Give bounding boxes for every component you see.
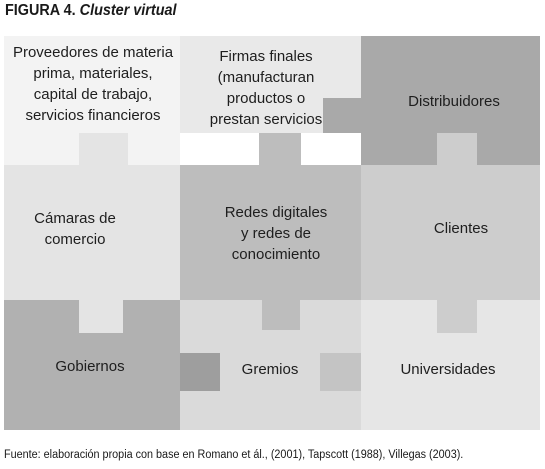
piece-clientes: [361, 133, 540, 333]
piece-distribuidores: [323, 36, 540, 165]
piece-redes: [180, 133, 361, 330]
footer-source: Fuente: elaboración propia con base en R…: [4, 449, 464, 461]
tab-accent-gremios: [320, 353, 361, 391]
piece-camaras: [4, 133, 180, 333]
piece-proveedores: [4, 36, 180, 165]
piece-firmas: [180, 36, 361, 165]
label-universidades: Universidades: [400, 361, 496, 378]
label-gobiernos: Gobiernos: [55, 358, 125, 375]
figure-title-text: Cluster virtual: [79, 2, 177, 19]
tab-accent-gobiernos: [180, 353, 220, 391]
piece-universidades: [361, 300, 540, 430]
label-gremios: Gremios: [241, 361, 299, 378]
piece-gobiernos: [4, 300, 180, 430]
figure-title: FIGURA 4. Cluster virtual: [5, 2, 177, 20]
figure-number: FIGURA 4.: [5, 2, 76, 19]
label-clientes: Clientes: [433, 220, 489, 237]
piece-gremios: [180, 300, 361, 430]
label-distribuidores: Distribuidores: [408, 93, 500, 110]
